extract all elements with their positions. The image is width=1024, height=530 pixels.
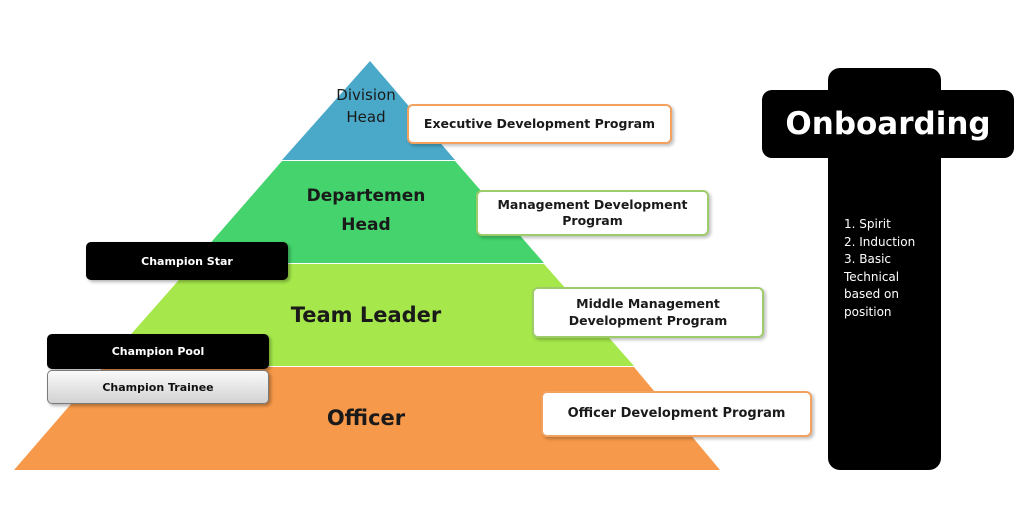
champion-star-box: Champion Star	[86, 242, 288, 280]
onboarding-item: 1. Spirit	[844, 217, 891, 231]
tier-label-departemen-line2: Head	[341, 215, 391, 236]
onboarding-item: 3. Basic	[844, 252, 892, 266]
champion-pool-label: Champion Pool	[111, 345, 205, 358]
management-program-box: Management Development Program	[476, 190, 709, 236]
onboarding-item: Technical	[844, 269, 900, 284]
tier-label-officer: Officer	[300, 405, 432, 431]
champion-trainee-box: Champion Trainee	[47, 370, 269, 404]
onboarding-header-bar: Onboarding	[762, 90, 1014, 158]
tier-label-team-leader: Team Leader	[276, 302, 456, 328]
tier-label-departemen: Departemen Head	[291, 186, 441, 237]
officer-program-box: Officer Development Program	[541, 391, 812, 437]
executive-program-box: Executive Development Program	[407, 104, 672, 144]
middle-management-program-box: Middle Management Development Program	[532, 287, 764, 338]
tier-label-departemen-line1: Departemen	[306, 186, 426, 206]
officer-program-label: Officer Development Program	[567, 405, 786, 421]
champion-star-label: Champion Star	[141, 254, 233, 268]
champion-trainee-label: Champion Trainee	[102, 380, 214, 394]
tier-label-division-line1: Division	[336, 86, 396, 104]
middle-program-label-line2: Development Program	[568, 312, 728, 328]
middle-program-label-line1: Middle Management	[576, 296, 720, 312]
onboarding-list: 1. Spirit 2. Induction 3. Basic Technica…	[844, 216, 936, 321]
tier-departemen-shape	[193, 161, 544, 263]
onboarding-item: position	[844, 304, 892, 319]
onboarding-item: based on	[844, 287, 899, 301]
tier-label-team-leader-line1: Team Leader	[290, 303, 442, 327]
management-program-label-line2: Program	[562, 213, 623, 228]
onboarding-item: 2. Induction	[844, 234, 916, 249]
champion-pool-box: Champion Pool	[47, 334, 269, 369]
management-program-label-line1: Management Development	[497, 196, 688, 212]
tier-label-division-line2: Head	[346, 107, 386, 126]
tier-label-division: Division Head	[322, 86, 410, 127]
onboarding-title: Onboarding	[785, 106, 991, 142]
tier-label-officer-line1: Officer	[326, 406, 406, 430]
executive-program-label: Executive Development Program	[423, 115, 656, 131]
